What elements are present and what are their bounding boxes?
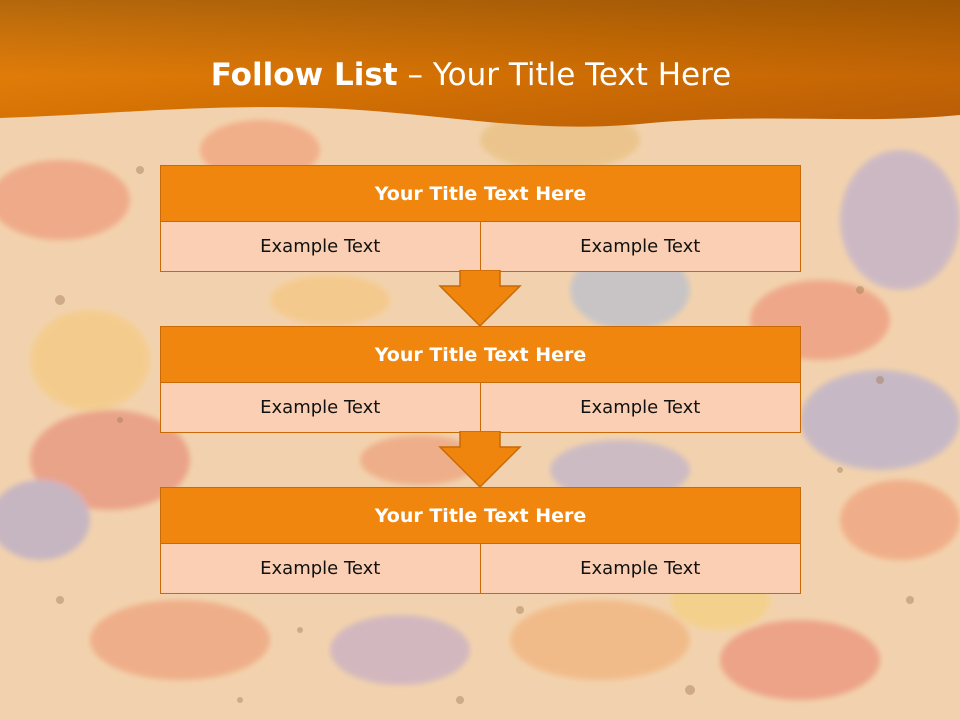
flow-cell-right: Example Text: [480, 544, 801, 594]
flow-block-title: Your Title Text Here: [160, 326, 801, 383]
flow-block-row: Example Text Example Text: [160, 222, 801, 272]
flow-cell-left: Example Text: [160, 383, 481, 433]
header-band: [0, 0, 960, 127]
flow-block-title: Your Title Text Here: [160, 487, 801, 544]
flow-block-title: Your Title Text Here: [160, 165, 801, 222]
flow-block-row: Example Text Example Text: [160, 383, 801, 433]
flow-block-3: Your Title Text Here Example Text Exampl…: [160, 487, 801, 594]
flow-cell-left: Example Text: [160, 544, 481, 594]
flow-cell-right: Example Text: [480, 383, 801, 433]
flow-block-1: Your Title Text Here Example Text Exampl…: [160, 165, 801, 272]
flow-cell-left: Example Text: [160, 222, 481, 272]
flow-cell-right: Example Text: [480, 222, 801, 272]
slide-title-bold: Follow List: [210, 57, 398, 93]
slide-title-rest: – Your Title Text Here: [397, 57, 732, 93]
down-arrow-icon: [438, 431, 522, 489]
flow-block-2: Your Title Text Here Example Text Exampl…: [160, 326, 801, 433]
slide-title: Follow List – Your Title Text Here: [0, 54, 942, 96]
flow-block-row: Example Text Example Text: [160, 544, 801, 594]
down-arrow-icon: [438, 270, 522, 328]
